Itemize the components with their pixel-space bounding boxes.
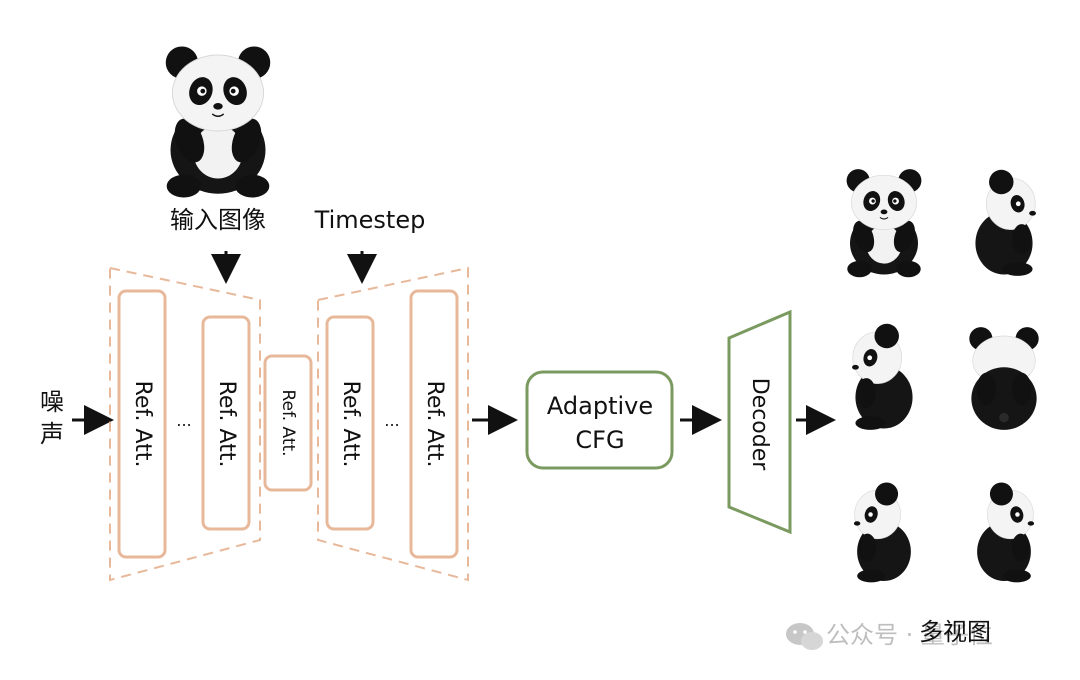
ellipsis-right: ... (384, 411, 399, 430)
ref-att-block-2: Ref. Att. (201, 315, 251, 531)
noise-label-line2: 声 (40, 420, 64, 448)
decoder-trapezoid (317, 266, 469, 582)
view-back-left (853, 482, 912, 583)
view-side-right (975, 169, 1037, 277)
view-side-left (851, 323, 913, 431)
multiview-label: 多视图 (919, 618, 991, 646)
ref-att-label-4: Ref. Att. (422, 381, 447, 468)
view-front (846, 168, 922, 278)
noise-label-line1: 噪 (40, 388, 64, 416)
timestep-label: Timestep (314, 206, 426, 234)
ref-att-block-3: Ref. Att. (325, 315, 375, 531)
wechat-watermark: 公众号 · 量子位 (786, 621, 993, 650)
decoder-block: Decoder (727, 309, 792, 535)
ref-att-label-2: Ref. Att. (214, 381, 239, 468)
ref-att-block-middle: Ref. Att. (263, 354, 313, 492)
decoder-label: Decoder (747, 378, 772, 472)
ellipsis-left: ... (176, 411, 191, 430)
view-three-quarter (976, 482, 1035, 583)
input-image-label: 输入图像 (170, 206, 266, 234)
view-back (968, 326, 1040, 431)
ref-att-label-middle: Ref. Att. (278, 389, 298, 456)
ref-att-block-4: Ref. Att. (409, 289, 459, 559)
adaptive-cfg-block: Adaptive CFG (525, 370, 674, 470)
encoder-trapezoid (109, 266, 261, 582)
ref-att-block-1: Ref. Att. (117, 289, 167, 559)
watermark-text: 公众号 · 量子位 (826, 621, 993, 649)
wechat-icon (786, 623, 823, 650)
input-panda-image (165, 45, 271, 199)
multiview-output-grid (846, 168, 1040, 583)
ref-att-label-1: Ref. Att. (130, 381, 155, 468)
ref-att-label-3: Ref. Att. (338, 381, 363, 468)
adaptive-cfg-label-line1: Adaptive (547, 392, 653, 420)
adaptive-cfg-label-line2: CFG (575, 426, 624, 454)
